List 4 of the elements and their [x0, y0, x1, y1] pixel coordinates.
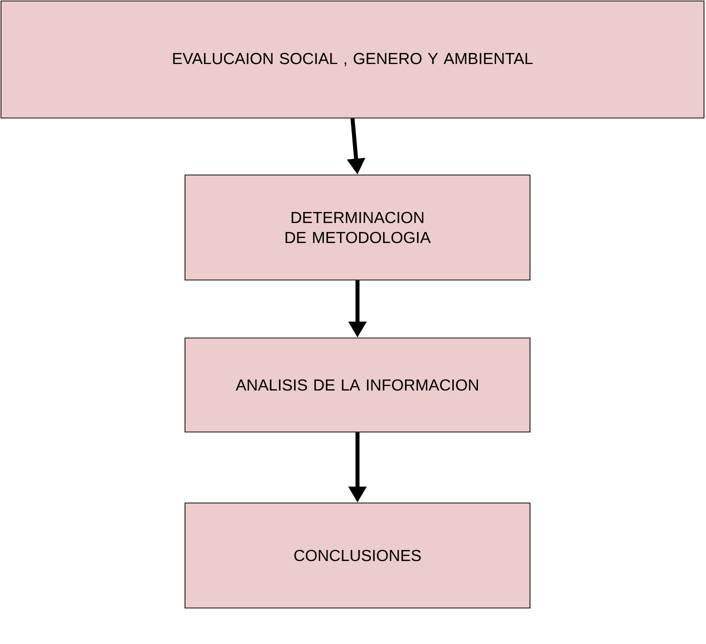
- process-box: ANALISIS DE LA INFORMACION: [184, 338, 530, 432]
- process-box: DETERMINACION DE METODOLOGIA: [184, 174, 530, 280]
- process-box: EVALUCAION SOCIAL , GENERO Y AMBIENTAL: [0, 0, 704, 118]
- process-box: CONCLUSIONES: [184, 502, 530, 608]
